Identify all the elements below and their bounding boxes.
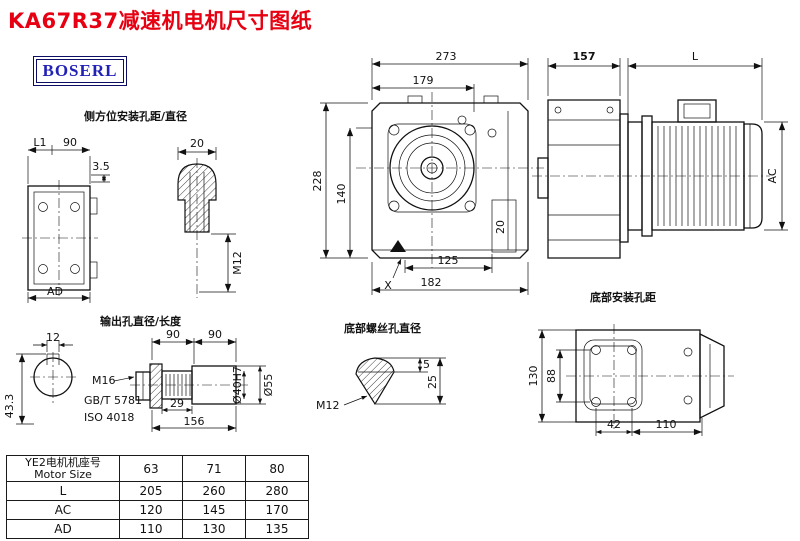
table-value-cell: 135 [245, 519, 309, 539]
dim-43-3: 43.3 [3, 394, 16, 419]
table-row-L: L 205 260 280 [6, 481, 309, 501]
dim-12: 12 [46, 331, 60, 344]
left-mount-view: L1 90 3.5 AD [22, 136, 110, 303]
dim-20-dome: 20 [190, 137, 204, 150]
dim-AC: AC [766, 168, 779, 183]
washer-section [149, 363, 163, 409]
table-header-cn: YE2电机机座号 [25, 455, 101, 469]
dim-M16: M16 [92, 374, 116, 387]
dim-88: 88 [545, 369, 558, 383]
dim-M12-bottom: M12 [316, 399, 340, 412]
table-value-cell: 110 [119, 519, 183, 539]
std-iso: ISO 4018 [84, 411, 134, 424]
motor-size-table: YE2电机机座号 Motor Size 63 71 80 L 205 260 2… [6, 455, 309, 539]
dim-157: 157 [573, 50, 596, 63]
table-size-cell: 71 [182, 455, 246, 482]
label-bottom-mount: 底部安装孔距 [590, 290, 656, 304]
terminal-box [677, 99, 717, 123]
table-row-AC: AC 120 145 170 [6, 500, 309, 520]
dim-228: 228 [311, 171, 324, 192]
std-gb: GB/T 5781 [84, 394, 142, 407]
brand-logo-box: BOSERL [33, 56, 127, 86]
table-label-cell: AD [6, 519, 120, 539]
dim-90-a: 90 [166, 328, 180, 341]
table-value-cell: 145 [182, 500, 246, 520]
shaft-end-view: 12 43.3 [3, 331, 78, 425]
bottom-mount-body [566, 324, 734, 430]
table-value-cell: 120 [119, 500, 183, 520]
side-view-dimensions: 157 L AC [547, 50, 788, 231]
dim-42: 42 [607, 418, 621, 431]
dim-M12-side: M12 [231, 251, 244, 275]
dim-90-b: 90 [208, 328, 222, 341]
dim-od-55: Ø55 [262, 374, 275, 397]
table-value-cell: 170 [245, 500, 309, 520]
dim-130: 130 [527, 366, 540, 387]
dim-125: 125 [438, 254, 459, 267]
table-value-cell: 260 [182, 481, 246, 501]
dim-20-slot: 20 [494, 220, 507, 234]
brand-logo-text: BOSERL [42, 61, 118, 80]
table-header-cell: YE2电机机座号 Motor Size [6, 455, 120, 482]
table-label-cell: L [6, 481, 120, 501]
table-row-AD: AD 110 130 135 [6, 519, 309, 539]
label-bottom-screw: 底部螺丝孔直径 [344, 321, 421, 335]
table-value-cell: 205 [119, 481, 183, 501]
table-value-cell: 280 [245, 481, 309, 501]
table-value-cell: 130 [182, 519, 246, 539]
table-size-cell: 80 [245, 455, 309, 482]
side-hole-dome-view: 20 M12 [177, 137, 244, 298]
dim-156: 156 [184, 415, 205, 428]
section-mark-x: X [384, 279, 392, 292]
dim-140: 140 [335, 184, 348, 205]
dim-179: 179 [413, 74, 434, 87]
label-side-mount: 侧方位安装孔距/直径 [84, 109, 187, 123]
dim-90-left: 90 [63, 136, 77, 149]
table-header-row: YE2电机机座号 Motor Size 63 71 80 [6, 455, 309, 482]
dim-110: 110 [656, 418, 677, 431]
bottom-screw-view: 5 25 M12 [316, 357, 446, 412]
side-view-body [532, 99, 770, 259]
section-pointer [390, 240, 406, 252]
dim-3-5: 3.5 [92, 160, 110, 173]
side-view: 157 L AC [532, 50, 788, 259]
left-mount-dimensions: L1 90 3.5 AD [27, 136, 110, 303]
table-label-cell: AC [6, 500, 120, 520]
front-view-body [356, 92, 544, 268]
fan-cover [743, 123, 763, 229]
screw-section [355, 357, 395, 406]
table-header-en: Motor Size [34, 467, 92, 481]
front-view: 273 179 228 140 20 125 182 [311, 50, 544, 295]
output-shaft-view: 90 90 M16 GB/T 5781 ISO 4018 29 156 Ø40H… [84, 328, 275, 432]
dim-5: 5 [423, 358, 430, 371]
label-output-hole: 输出孔直径/长度 [100, 314, 182, 328]
dim-bore-40: Ø40H7 [231, 366, 244, 404]
dim-25: 25 [426, 375, 439, 389]
table-size-cell: 63 [119, 455, 183, 482]
dim-L: L [692, 50, 699, 63]
dim-273: 273 [436, 50, 457, 63]
front-view-dimensions: 273 179 228 140 20 125 182 [311, 50, 529, 295]
dim-AD: AD [47, 285, 63, 298]
dim-182: 182 [421, 276, 442, 289]
page-title: KA67R37减速机电机尺寸图纸 [8, 9, 313, 33]
dim-29: 29 [170, 397, 184, 410]
dim-L1: L1 [33, 136, 46, 149]
bottom-mount-dimensions: 130 88 42 110 [527, 329, 703, 436]
left-mount-body [22, 180, 98, 296]
red-annotations: 侧方位安装孔距/直径 输出孔直径/长度 底部螺丝孔直径 底部安装孔距 [84, 109, 656, 335]
bottom-mount-view: 130 88 42 110 [527, 324, 734, 436]
